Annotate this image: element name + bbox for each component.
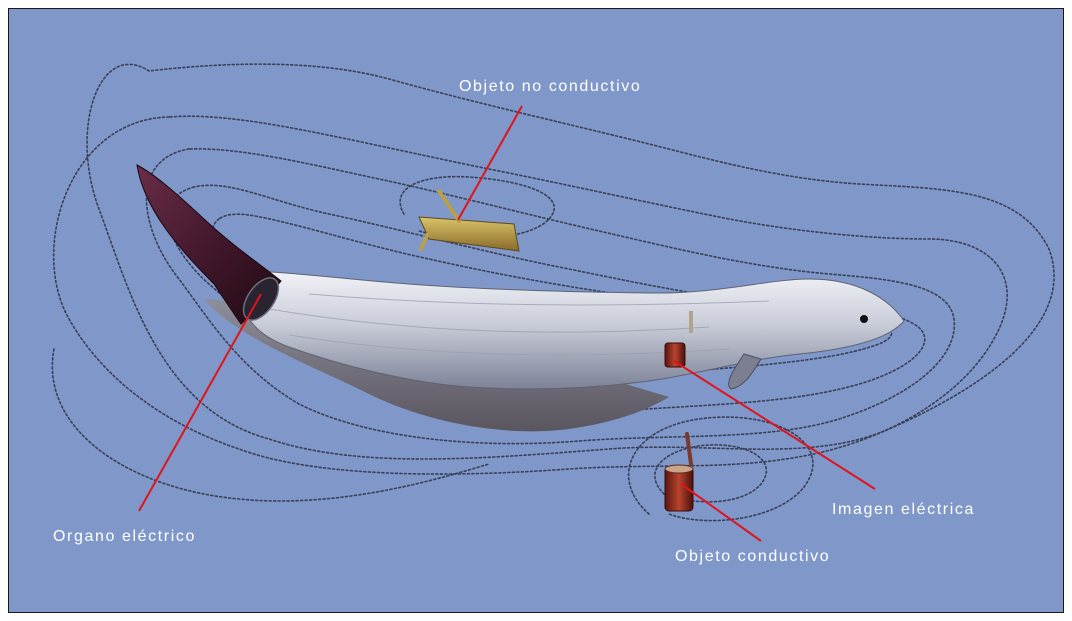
label-conductive-object: Objeto conductivo	[675, 548, 830, 566]
illustration	[9, 9, 1064, 613]
fish-body-group	[137, 165, 904, 431]
label-non-conductive-object: Objeto no conductivo	[459, 78, 641, 96]
electric-image-can	[665, 343, 685, 367]
diagram-frame: Objeto no conductivo Organo eléctrico Im…	[8, 8, 1064, 613]
leader-electric-organ	[139, 294, 261, 511]
leader-non-conductive	[458, 106, 522, 220]
electric-image-lid	[689, 311, 693, 333]
leader-electric-image	[674, 361, 875, 489]
label-electric-organ: Organo eléctrico	[53, 528, 196, 546]
conductive-object	[665, 434, 693, 511]
fish-eye	[860, 315, 868, 323]
label-electric-image: Imagen eléctrica	[832, 501, 975, 519]
